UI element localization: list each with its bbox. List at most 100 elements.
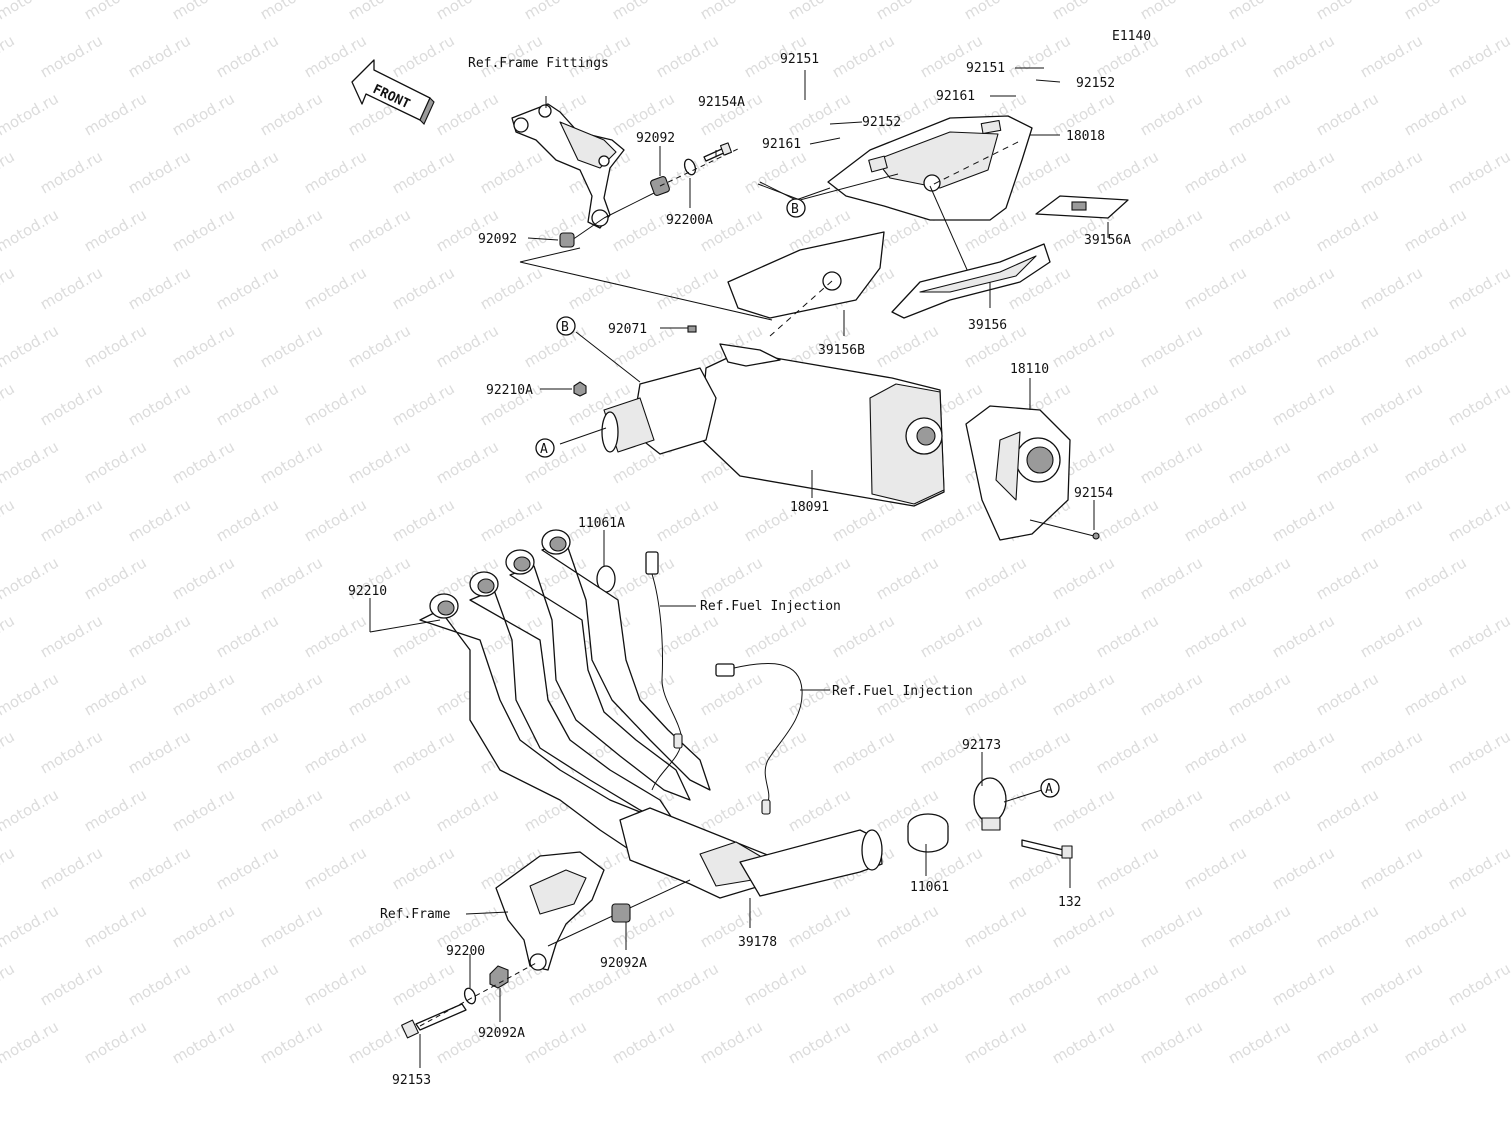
watermark-text: motod.ru bbox=[301, 843, 370, 893]
watermark-text: motod.ru bbox=[0, 263, 18, 313]
lower-frame-bracket bbox=[495, 851, 605, 971]
watermark-text: motod.ru bbox=[697, 553, 766, 603]
watermark-text: motod.ru bbox=[1225, 553, 1294, 603]
watermark-text: motod.ru bbox=[81, 1017, 150, 1067]
watermark-text: motod.ru bbox=[609, 1017, 678, 1067]
watermark-text: motod.ru bbox=[213, 843, 282, 893]
part-label-92092A-left: 92092A bbox=[478, 1026, 525, 1041]
watermark-text: motod.ru bbox=[1049, 553, 1118, 603]
watermark-text: motod.ru bbox=[389, 495, 458, 545]
watermark-text: motod.ru bbox=[1445, 843, 1512, 893]
watermark-text: motod.ru bbox=[1093, 379, 1162, 429]
watermark-text: motod.ru bbox=[1137, 553, 1206, 603]
watermark-text: motod.ru bbox=[1357, 611, 1426, 661]
label-leaders bbox=[369, 67, 1109, 1068]
watermark-text: motod.ru bbox=[345, 205, 414, 255]
watermark-text: motod.ru bbox=[1401, 437, 1470, 487]
watermark-text: motod.ru bbox=[521, 0, 590, 23]
watermark-text: motod.ru bbox=[81, 321, 150, 371]
watermark-text: motod.ru bbox=[1401, 205, 1470, 255]
part-label-92154A: 92154A bbox=[698, 95, 745, 110]
watermark-text: motod.ru bbox=[653, 611, 722, 661]
watermark-text: motod.ru bbox=[0, 205, 62, 255]
watermark-text: motod.ru bbox=[477, 147, 546, 197]
watermark-text: motod.ru bbox=[257, 901, 326, 951]
watermark-text: motod.ru bbox=[1401, 669, 1470, 719]
callout-b-top: B bbox=[786, 198, 806, 218]
shield-39156 bbox=[891, 243, 1051, 319]
part-label-92161-top: 92161 bbox=[936, 89, 975, 104]
watermark-text: motod.ru bbox=[125, 263, 194, 313]
watermark-text: motod.ru bbox=[1357, 31, 1426, 81]
part-label-92173: 92173 bbox=[962, 738, 1001, 753]
clamp-92173 bbox=[973, 777, 1007, 831]
watermark-text: motod.ru bbox=[0, 785, 62, 835]
watermark-text: motod.ru bbox=[1137, 205, 1206, 255]
bolt-92153 bbox=[401, 1003, 467, 1039]
watermark-text: motod.ru bbox=[301, 495, 370, 545]
watermark-text: motod.ru bbox=[433, 1017, 502, 1067]
watermark-text: motod.ru bbox=[741, 727, 810, 777]
watermark-text: motod.ru bbox=[741, 611, 810, 661]
watermark-text: motod.ru bbox=[81, 785, 150, 835]
watermark-text: motod.ru bbox=[961, 0, 1030, 23]
watermark-text: motod.ru bbox=[81, 901, 150, 951]
watermark-text: motod.ru bbox=[1401, 785, 1470, 835]
watermark-text: motod.ru bbox=[169, 89, 238, 139]
watermark-text: motod.ru bbox=[213, 611, 282, 661]
watermark-text: motod.ru bbox=[873, 901, 942, 951]
watermark-text: motod.ru bbox=[565, 263, 634, 313]
part-label-39156B: 39156B bbox=[818, 343, 865, 358]
part-label-11061: 11061 bbox=[910, 880, 949, 895]
leader bbox=[659, 147, 741, 187]
watermark-text: motod.ru bbox=[169, 0, 238, 23]
washer-92200 bbox=[463, 987, 477, 1005]
watermark-text: motod.ru bbox=[1313, 89, 1382, 139]
watermark-text: motod.ru bbox=[697, 0, 766, 23]
watermark-text: motod.ru bbox=[345, 321, 414, 371]
watermark-text: motod.ru bbox=[1445, 147, 1512, 197]
watermark-text: motod.ru bbox=[1445, 727, 1512, 777]
watermark-text: motod.ru bbox=[785, 785, 854, 835]
watermark-text: motod.ru bbox=[1137, 0, 1206, 23]
part-label-92151-mid: 92151 bbox=[966, 61, 1005, 76]
watermark-text: motod.ru bbox=[1269, 495, 1338, 545]
watermark-text: motod.ru bbox=[433, 89, 502, 139]
watermark-text: motod.ru bbox=[213, 379, 282, 429]
watermark-text: motod.ru bbox=[169, 669, 238, 719]
watermark-text: motod.ru bbox=[873, 321, 942, 371]
watermark-text: motod.ru bbox=[389, 263, 458, 313]
watermark-text: motod.ru bbox=[81, 0, 150, 23]
watermark-text: motod.ru bbox=[785, 553, 854, 603]
watermark-text: motod.ru bbox=[1137, 785, 1206, 835]
watermark-text: motod.ru bbox=[169, 785, 238, 835]
watermark-text: motod.ru bbox=[0, 1017, 62, 1067]
watermark-text: motod.ru bbox=[389, 843, 458, 893]
watermark-text: motod.ru bbox=[125, 147, 194, 197]
part-label-92092A-right: 92092A bbox=[600, 956, 647, 971]
watermark-text: motod.ru bbox=[301, 147, 370, 197]
part-label-18018: 18018 bbox=[1066, 129, 1105, 144]
watermark-text: motod.ru bbox=[433, 205, 502, 255]
watermark-text: motod.ru bbox=[213, 147, 282, 197]
watermark-text: motod.ru bbox=[345, 0, 414, 23]
watermark-text: motod.ru bbox=[169, 205, 238, 255]
watermark-text: motod.ru bbox=[1269, 147, 1338, 197]
watermark-text: motod.ru bbox=[1093, 611, 1162, 661]
watermark-text: motod.ru bbox=[1357, 959, 1426, 1009]
watermark-text: motod.ru bbox=[1357, 843, 1426, 893]
watermark-text: motod.ru bbox=[1357, 147, 1426, 197]
watermark-text: motod.ru bbox=[301, 611, 370, 661]
watermark-text: motod.ru bbox=[1049, 321, 1118, 371]
watermark-text: motod.ru bbox=[653, 959, 722, 1009]
watermark-text: motod.ru bbox=[785, 89, 854, 139]
watermark-text: motod.ru bbox=[1005, 727, 1074, 777]
callout-a-mid-label: A bbox=[540, 442, 548, 457]
watermark-text: motod.ru bbox=[785, 1017, 854, 1067]
ref-fuel-injection-1: Ref.Fuel Injection bbox=[700, 599, 841, 614]
watermark-text: motod.ru bbox=[1269, 31, 1338, 81]
part-label-92154: 92154 bbox=[1074, 486, 1113, 501]
watermark-text: motod.ru bbox=[1181, 379, 1250, 429]
watermark-text: motod.ru bbox=[1313, 437, 1382, 487]
